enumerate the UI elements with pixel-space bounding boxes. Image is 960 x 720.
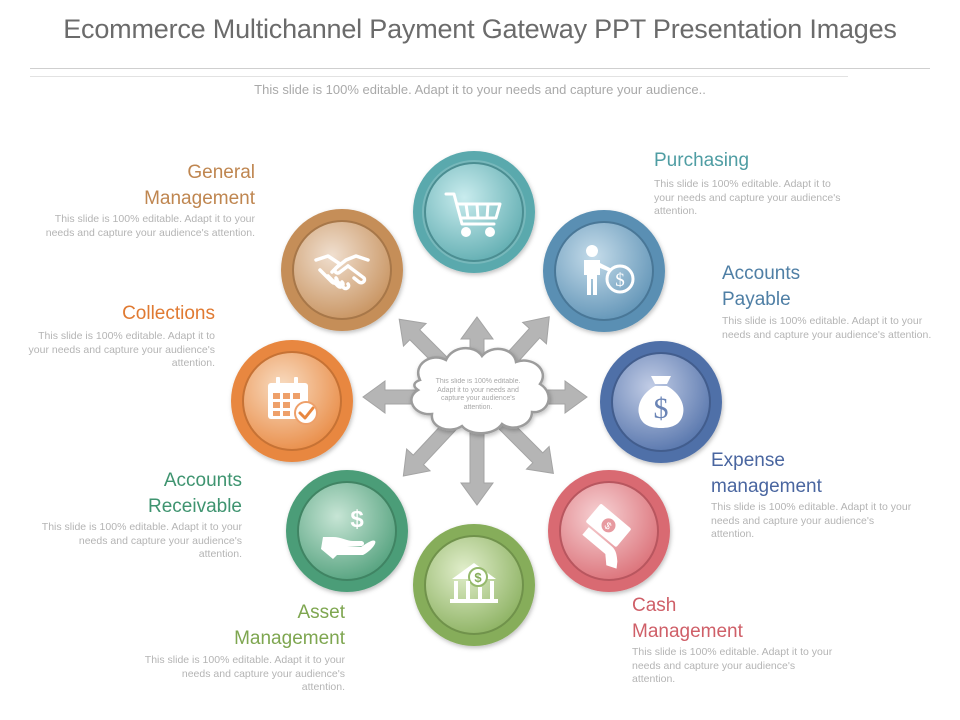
label-accounts-payable: Accounts Payable bbox=[722, 263, 801, 310]
slide-title: Ecommerce Multichannel Payment Gateway P… bbox=[63, 14, 897, 44]
svg-text:$: $ bbox=[615, 270, 625, 291]
desc-general-management: This slide is 100% editable. Adapt it to… bbox=[45, 213, 255, 239]
desc-asset-management: This slide is 100% editable. Adapt it to… bbox=[144, 654, 345, 693]
svg-text:$: $ bbox=[654, 392, 669, 425]
desc-purchasing: This slide is 100% editable. Adapt it to… bbox=[654, 178, 841, 217]
label-expense-management: Expense management bbox=[711, 450, 822, 497]
title-divider-secondary bbox=[30, 76, 848, 77]
label-cash-management: Cash Management bbox=[632, 595, 743, 642]
svg-text:$: $ bbox=[474, 570, 482, 585]
label-accounts-receivable: Accounts Receivable bbox=[148, 470, 242, 517]
node-accounts-receivable bbox=[286, 470, 408, 592]
node-purchasing bbox=[413, 151, 535, 273]
desc-collections: This slide is 100% editable. Adapt it to… bbox=[28, 330, 215, 369]
hand-cash-icon: $ bbox=[582, 504, 631, 569]
desc-accounts-receivable: This slide is 100% editable. Adapt it to… bbox=[41, 521, 242, 560]
desc-accounts-payable: This slide is 100% editable. Adapt it to… bbox=[722, 315, 932, 341]
svg-text:$: $ bbox=[350, 506, 364, 533]
center-cloud bbox=[410, 347, 550, 435]
title-divider bbox=[30, 68, 930, 69]
label-general-management: General Management bbox=[144, 162, 255, 209]
label-purchasing: Purchasing bbox=[654, 150, 750, 171]
slide-subtitle: This slide is 100% editable. Adapt it to… bbox=[254, 82, 706, 97]
desc-expense-management: This slide is 100% editable. Adapt it to… bbox=[711, 501, 912, 540]
bank-icon: $ bbox=[450, 563, 498, 603]
node-accounts-payable bbox=[543, 210, 665, 332]
label-collections: Collections bbox=[122, 303, 215, 324]
svg-text:$: $ bbox=[602, 521, 614, 533]
center-text-container: This slide is 100% editable. Adapt it to… bbox=[435, 378, 521, 411]
shopping-cart-icon bbox=[444, 192, 502, 237]
hand-dollar-icon: $ bbox=[321, 506, 376, 559]
money-bag-icon: $ bbox=[638, 376, 684, 428]
desc-cash-management: This slide is 100% editable. Adapt it to… bbox=[632, 646, 833, 685]
handshake-icon bbox=[314, 254, 370, 291]
center-text: This slide is 100% editable. Adapt it to… bbox=[435, 378, 521, 411]
person-dollar-icon: $ bbox=[584, 245, 635, 295]
label-asset-management: Asset Management bbox=[234, 602, 345, 649]
calendar-check-icon bbox=[268, 377, 318, 425]
